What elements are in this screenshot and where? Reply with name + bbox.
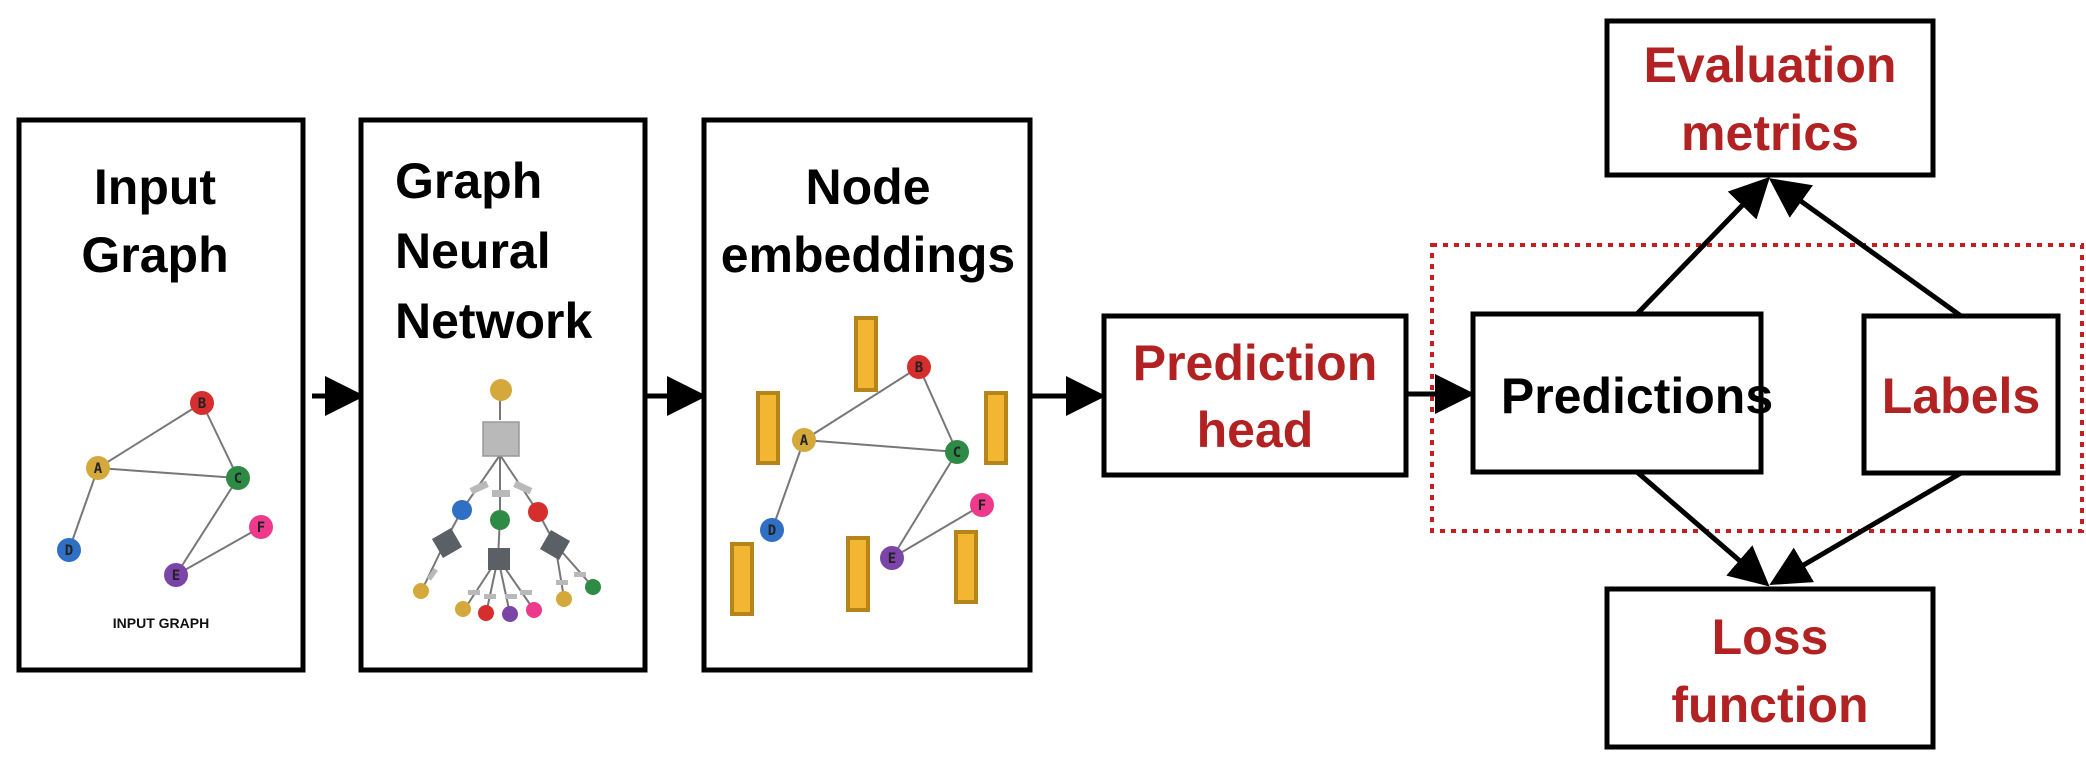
- embedding-node-f: F: [970, 493, 994, 517]
- embeddings-title-line2: embeddings: [721, 227, 1015, 283]
- embedding-node-c: C: [945, 440, 969, 464]
- gnn-title-line1: Graph: [395, 153, 542, 209]
- graph-node-d: D: [57, 538, 81, 562]
- labels-box: Labels: [1861, 313, 2061, 476]
- svg-text:B: B: [915, 360, 923, 376]
- graph-node-b: B: [190, 391, 214, 415]
- svg-text:B: B: [198, 396, 206, 412]
- input-graph-box: Input Graph A B C D: [16, 117, 306, 673]
- evaluation-metrics-box: Evaluation metrics: [1604, 18, 1936, 178]
- prediction-head-title-line2: head: [1197, 402, 1314, 458]
- embedding-node-a: A: [792, 428, 816, 452]
- svg-text:A: A: [94, 461, 103, 477]
- embedding-vector: [756, 391, 780, 465]
- evaluation-metrics-title-line2: metrics: [1681, 105, 1859, 161]
- loss-function-box: Loss function: [1604, 586, 1936, 750]
- arrow-labels-to-loss: [1769, 470, 1963, 586]
- input-graph-title-line1: Input: [94, 159, 217, 215]
- svg-text:D: D: [768, 523, 776, 539]
- labels-title: Labels: [1882, 368, 2040, 424]
- gnn-nn-box: [539, 529, 571, 561]
- gnn-target-node: [490, 379, 512, 401]
- svg-text:A: A: [800, 433, 809, 449]
- embedding-node-b: B: [907, 355, 931, 379]
- svg-text:C: C: [953, 445, 961, 461]
- loss-function-title-line2: function: [1671, 677, 1868, 733]
- gnn-aggregator-box: [482, 421, 520, 457]
- predictions-box: Predictions: [1470, 311, 1773, 475]
- gnn-title-line2: Neural: [395, 223, 551, 279]
- prediction-head-box: Prediction head: [1101, 313, 1409, 478]
- gnn-nn-box: [431, 527, 463, 559]
- svg-text:E: E: [172, 568, 180, 584]
- embedding-vector: [854, 316, 878, 392]
- arrow-predictions-to-loss: [1635, 470, 1770, 587]
- input-graph-caption: INPUT GRAPH: [113, 615, 209, 631]
- embedding-vector: [846, 536, 870, 612]
- evaluation-metrics-title-line1: Evaluation: [1644, 37, 1897, 93]
- gnn-box: Graph Neural Network: [358, 117, 648, 673]
- dotted-region: [1430, 243, 2084, 533]
- gnn-title-line3: Network: [395, 293, 592, 349]
- svg-text:C: C: [234, 471, 242, 487]
- arrow-predictions-to-metrics: [1635, 176, 1770, 316]
- embedding-vector: [954, 530, 978, 604]
- prediction-head-title-line1: Prediction: [1133, 335, 1377, 391]
- input-graph-title-line2: Graph: [81, 227, 228, 283]
- predictions-title: Predictions: [1501, 368, 1773, 424]
- embedding-vector: [730, 542, 754, 616]
- embedding-vector: [984, 391, 1008, 465]
- svg-text:E: E: [888, 551, 896, 567]
- graph-node-a: A: [86, 456, 110, 480]
- arrow-labels-to-metrics: [1768, 178, 1963, 319]
- gnn-computation-tree: [413, 379, 601, 622]
- node-embeddings-box: Node embeddings A B: [701, 117, 1033, 673]
- graph-node-e: E: [164, 563, 188, 587]
- graph-node-f: F: [249, 515, 273, 539]
- svg-text:D: D: [65, 543, 73, 559]
- loss-function-title-line1: Loss: [1712, 609, 1829, 665]
- graph-node-c: C: [226, 466, 250, 490]
- gnn-nn-box: [488, 548, 510, 570]
- embedding-node-d: D: [760, 518, 784, 542]
- svg-text:F: F: [257, 520, 265, 536]
- input-graph-drawing: A B C D E F: [57, 391, 273, 587]
- embedding-node-e: E: [880, 546, 904, 570]
- embeddings-title-line1: Node: [806, 159, 931, 215]
- embedding-graph-drawing: A B C D E F: [730, 316, 1008, 616]
- svg-text:F: F: [978, 498, 986, 514]
